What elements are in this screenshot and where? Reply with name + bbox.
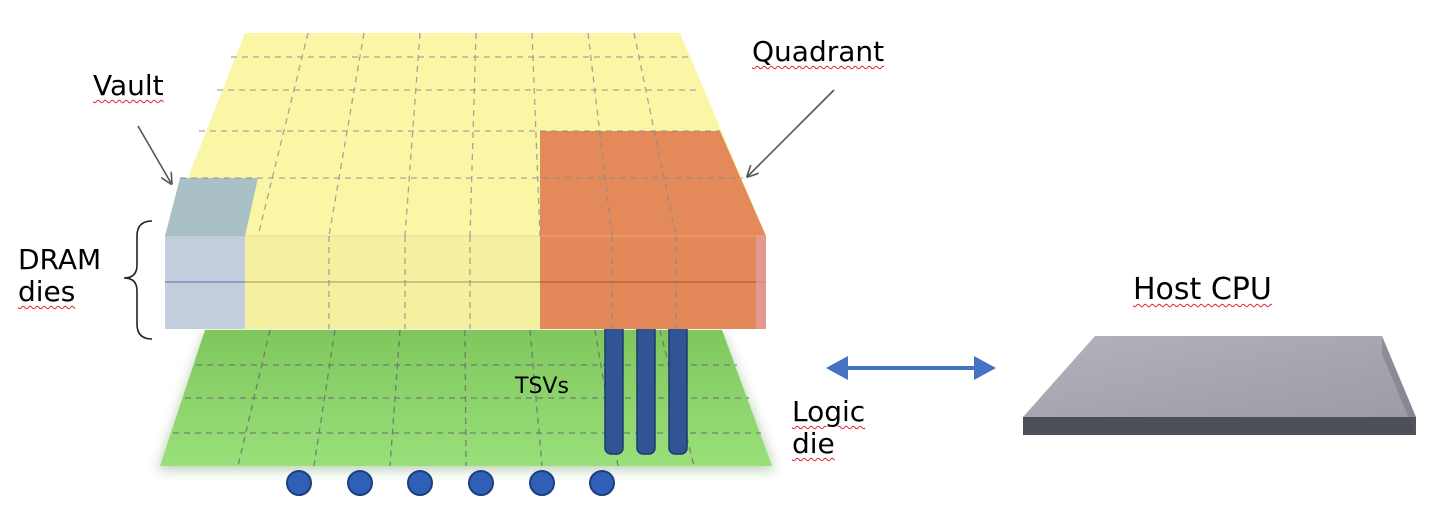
- vault-column: [165, 178, 258, 329]
- quadrant-pointer-arrow: [748, 89, 835, 176]
- bump-5: [529, 470, 555, 496]
- quadrant-region: [540, 131, 766, 329]
- host-cpu-chip: [1023, 336, 1416, 435]
- tsvs-label: TSVs: [515, 374, 569, 399]
- tsv-pillars: [604, 317, 688, 455]
- dram-label-line2: dies: [18, 275, 76, 309]
- host-cpu-label: Host CPU: [1133, 272, 1272, 307]
- vault-label: Vault: [93, 69, 164, 102]
- tsv-1: [604, 317, 624, 455]
- bump-6: [589, 470, 615, 496]
- bump-3: [407, 470, 433, 496]
- solder-bumps: [286, 470, 615, 496]
- tsv-3: [668, 317, 688, 455]
- quadrant-label: Quadrant: [752, 35, 885, 68]
- dram-dies-label: DRAM dies: [18, 243, 102, 309]
- bump-4: [468, 470, 494, 496]
- dram-stack: [165, 32, 766, 329]
- logic-die-label: Logic die: [792, 395, 866, 461]
- bump-1: [286, 470, 312, 496]
- vault-pointer-arrow: [137, 125, 171, 183]
- dram-brace: [123, 220, 153, 340]
- tsv-2: [636, 317, 656, 455]
- bump-2: [347, 470, 373, 496]
- link-double-arrow: [826, 356, 996, 380]
- logic-label-line2: die: [792, 427, 835, 461]
- dram-label-line1: DRAM: [18, 243, 102, 276]
- logic-label-line1: Logic: [792, 395, 866, 428]
